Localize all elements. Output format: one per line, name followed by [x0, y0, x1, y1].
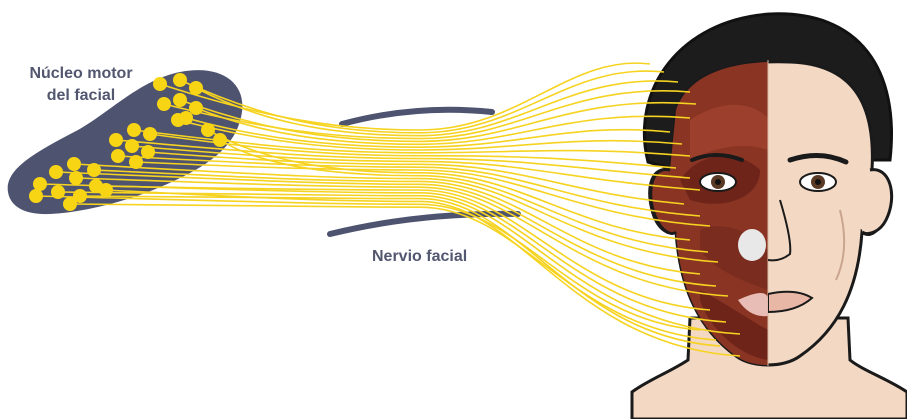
neuron-body [99, 183, 113, 197]
neuron-body [157, 97, 171, 111]
neuron-body [127, 123, 141, 137]
nerve-fiber [220, 140, 708, 252]
neuron-body [29, 189, 43, 203]
neuron-body [67, 157, 81, 171]
neuron-body [51, 185, 65, 199]
neuron-body [33, 177, 47, 191]
neuron-body [129, 155, 143, 169]
neuron-body [63, 197, 77, 211]
neuron-body [49, 165, 63, 179]
neuron-body [109, 133, 123, 147]
neuron-body [69, 171, 83, 185]
face-illustration [632, 14, 907, 419]
neuron-body [125, 139, 139, 153]
neuron-body [189, 81, 203, 95]
neuron-body [213, 133, 227, 147]
neuron-body [141, 145, 155, 159]
neuron-body [189, 101, 203, 115]
motor-nucleus-label: Núcleo motor del facial [14, 63, 148, 107]
motor-nucleus-label-line1: Núcleo motor [14, 63, 148, 85]
neuron-body [143, 127, 157, 141]
motor-nucleus-label-line2: del facial [14, 85, 148, 107]
nerve-sheath-top [342, 110, 492, 124]
neuron-body [87, 163, 101, 177]
neuron-body [173, 93, 187, 107]
neuron-body [153, 77, 167, 91]
neuron-body [201, 123, 215, 137]
facial-nerve-label: Nervio facial [372, 246, 467, 268]
neuron-body [111, 149, 125, 163]
neuron-body [173, 73, 187, 87]
neuron-body [171, 113, 185, 127]
